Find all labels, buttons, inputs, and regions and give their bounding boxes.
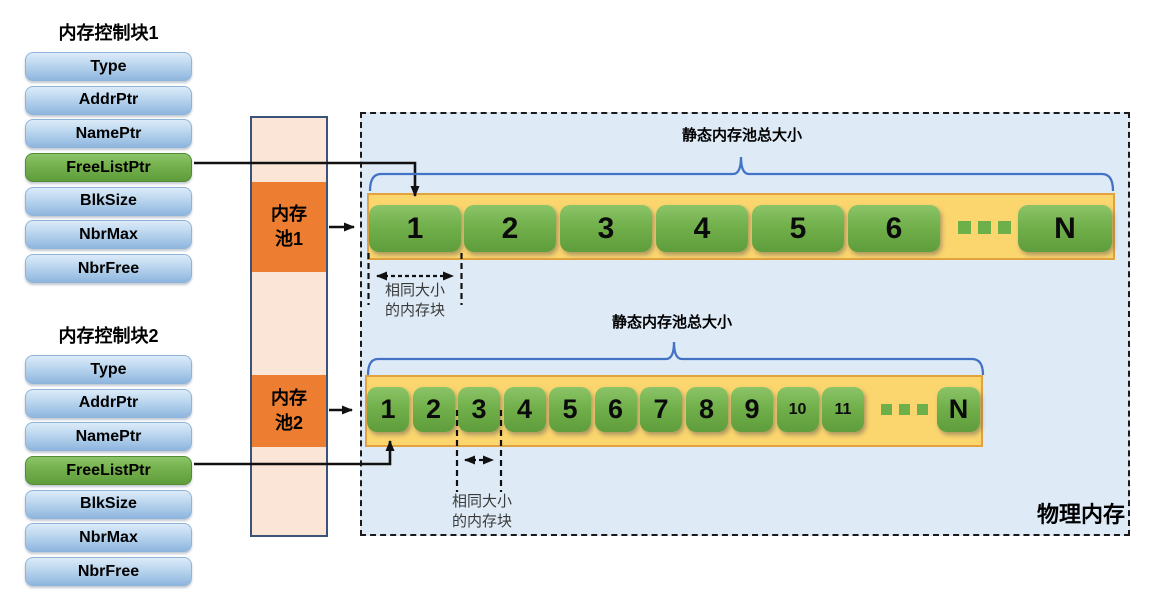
memory-column: 内存 池1 内存 池2 (250, 116, 328, 537)
pool2-block-5: 5 (549, 387, 591, 432)
mcb2-field-type: Type (25, 355, 192, 384)
memory-pool-1: 内存 池1 (252, 182, 326, 272)
memory-control-block-1: 内存控制块1 Type AddrPtr NamePtr FreeListPtr … (25, 21, 192, 288)
pool1-block-5: 5 (752, 205, 844, 252)
mcb1-title: 内存控制块1 (58, 23, 159, 43)
mcb1-field-nbrmax: NbrMax (25, 220, 192, 250)
pool2-block-7: 7 (640, 387, 682, 432)
pool2-block-10: 10 (776, 387, 819, 432)
pool2-label-line2: 池2 (274, 413, 303, 433)
physical-memory-label: 物理内存 (1036, 502, 1125, 527)
pool2-block-8: 8 (685, 387, 728, 432)
pool1-block-6: 6 (848, 205, 940, 252)
pool2-label-line1: 内存 (271, 388, 307, 408)
pool2-block-3: 3 (458, 387, 500, 432)
pool1-label-line1: 内存 (271, 204, 307, 224)
pool2-ellipsis-dot (899, 404, 910, 415)
pool2-ellipsis-dot (881, 404, 892, 415)
mcb2-field-freelistptr: FreeListPtr (25, 456, 192, 486)
pool1-block-4: 4 (656, 205, 748, 252)
memory-pool-2: 内存 池2 (252, 375, 326, 447)
pool1-block-size-label: 相同大小 的内存块 (384, 282, 445, 319)
pool2-total-size-label: 静态内存池总大小 (611, 314, 732, 331)
mcb1-field-type: Type (25, 52, 192, 81)
mcb1-field-freelistptr: FreeListPtr (25, 153, 192, 183)
memory-control-block-2: 内存控制块2 Type AddrPtr NamePtr FreeListPtr … (25, 324, 192, 591)
pool1-block-3: 3 (560, 205, 652, 252)
memory-pool-1-strip: 1 2 3 4 5 6 N (367, 193, 1115, 260)
pool1-block-1: 1 (369, 205, 461, 252)
mcb2-title: 内存控制块2 (58, 326, 159, 346)
pool1-ellipsis-dot (998, 221, 1011, 234)
mcb1-field-nameptr: NamePtr (25, 119, 192, 149)
pool2-block-6: 6 (594, 387, 637, 432)
pool2-block-9: 9 (731, 387, 773, 432)
pool2-block-size-label: 相同大小 的内存块 (451, 493, 512, 530)
pool2-block-4: 4 (503, 387, 546, 432)
mcb2-field-nameptr: NamePtr (25, 422, 192, 452)
mcb1-field-blksize: BlkSize (25, 186, 192, 216)
pool1-ellipsis-dot (978, 221, 991, 234)
mcb2-field-blksize: BlkSize (25, 489, 192, 519)
pool1-block-n: N (1018, 205, 1112, 252)
mcb2-field-addrptr: AddrPtr (25, 388, 192, 418)
pool1-ellipsis-dot (958, 221, 971, 234)
mcb2-field-nbrmax: NbrMax (25, 523, 192, 553)
pool2-block-n: N (937, 387, 980, 432)
pool1-total-size-label: 静态内存池总大小 (681, 127, 802, 144)
pool2-ellipsis-dot (917, 404, 928, 415)
pool2-block-2: 2 (412, 387, 455, 432)
mcb1-field-addrptr: AddrPtr (25, 85, 192, 115)
memory-pool-2-strip: 1 2 3 4 5 6 7 8 9 10 11 N (365, 375, 983, 447)
pool1-label-line2: 池1 (274, 229, 303, 249)
pool2-block-11: 11 (822, 387, 864, 432)
mcb2-field-nbrfree: NbrFree (25, 557, 192, 587)
mcb1-field-nbrfree: NbrFree (25, 254, 192, 284)
pool1-block-2: 2 (464, 205, 556, 252)
pool2-block-1: 1 (367, 387, 409, 432)
